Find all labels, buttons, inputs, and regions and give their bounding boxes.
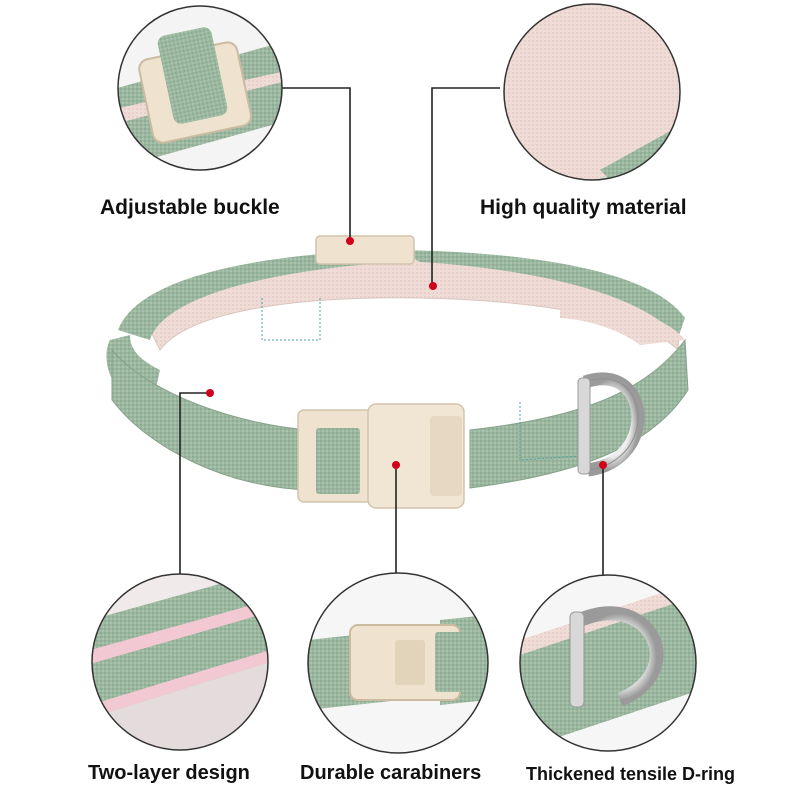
marker-carabiner (392, 461, 400, 469)
feature-label-durable-carabiners: Durable carabiners (300, 762, 482, 784)
zoom-circle-material (503, 3, 681, 181)
marker-two-layer (206, 389, 214, 397)
leader-lines (179, 87, 604, 592)
marker-buckle (346, 237, 354, 245)
feature-label-high-quality-material: High quality material (480, 196, 687, 219)
zoom-circle-two-layer (91, 573, 269, 751)
collar (106, 235, 689, 509)
zoom-circle-adjustable-buckle (117, 5, 283, 171)
marker-material (429, 282, 437, 290)
marker-d-ring (599, 461, 607, 469)
zoom-circle-d-ring (519, 574, 697, 752)
feature-label-adjustable-buckle: Adjustable buckle (100, 196, 280, 219)
zoom-circle-carabiners (307, 572, 489, 754)
feature-label-thickened-d-ring: Thickened tensile D-ring (526, 764, 736, 784)
feature-label-two-layer-design: Two-layer design (88, 762, 250, 784)
red-markers (206, 237, 607, 469)
